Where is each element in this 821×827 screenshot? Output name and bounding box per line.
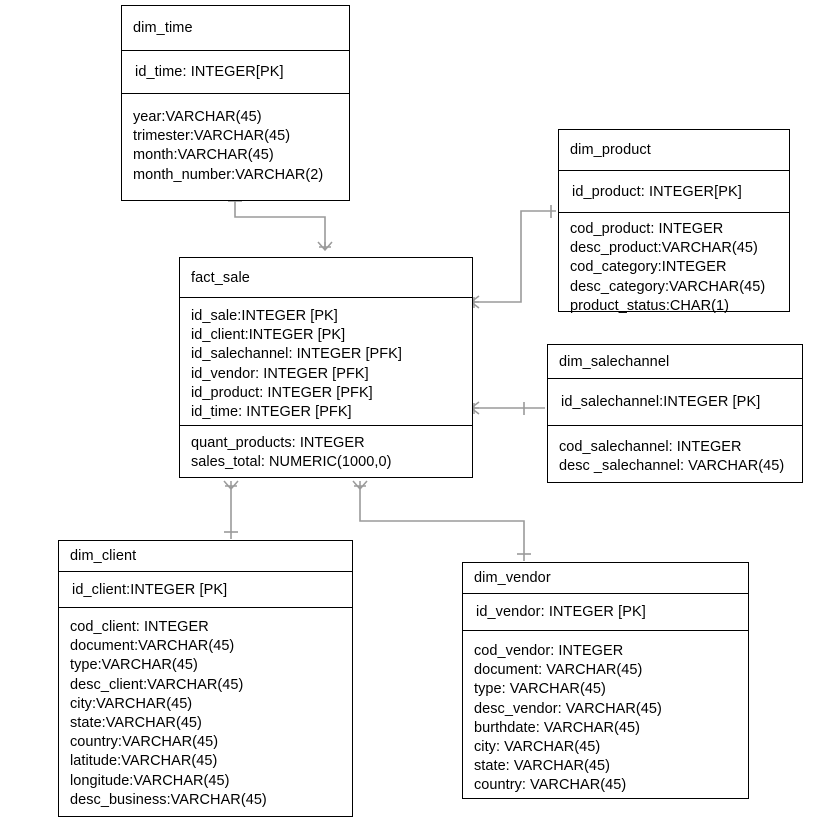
attribute-row: type: VARCHAR(45): [474, 681, 606, 698]
attribute-row: year:VARCHAR(45): [133, 109, 262, 125]
attribute-row: document:VARCHAR(45): [70, 638, 235, 655]
entity-title-dim-product: dim_product: [559, 130, 789, 171]
attribute-row: trimester:VARCHAR(45): [133, 128, 291, 145]
attribute-row: document: VARCHAR(45): [474, 662, 643, 679]
measure-row: sales_total: NUMERIC(1000,0): [191, 454, 392, 471]
attribute-row: city:VARCHAR(45): [70, 695, 193, 712]
attribute-row: month:VARCHAR(45): [133, 147, 274, 164]
attribute-row: type:VARCHAR(45): [70, 657, 198, 674]
attribute-row: desc_product:VARCHAR(45): [570, 240, 758, 257]
attribute-row: month_number:VARCHAR(2): [133, 166, 324, 183]
entity-attributes-dim-time: year:VARCHAR(45) trimester:VARCHAR(45) m…: [122, 94, 349, 191]
entity-dim-time[interactable]: dim_time id_time: INTEGER[PK] year:VARCH…: [121, 5, 350, 201]
entity-keys-fact-sale: id_sale:INTEGER [PK] id_client:INTEGER […: [180, 298, 472, 426]
key-row: id_client:INTEGER [PK]: [191, 327, 346, 344]
entity-pk-dim-product: id_product: INTEGER[PK]: [559, 171, 789, 213]
entity-title-dim-vendor: dim_vendor: [463, 563, 748, 594]
attribute-row: desc_category:VARCHAR(45): [570, 278, 766, 295]
entity-pk-dim-time: id_time: INTEGER[PK]: [122, 51, 349, 94]
attribute-row: desc _salechannel: VARCHAR(45): [559, 458, 785, 475]
entity-dim-vendor[interactable]: dim_vendor id_vendor: INTEGER [PK] cod_v…: [462, 562, 749, 799]
attribute-row: city: VARCHAR(45): [474, 739, 601, 756]
attribute-row: cod_salechannel: INTEGER: [559, 439, 742, 455]
relationship-dim-salechannel-fact-sale: [469, 401, 545, 415]
key-row: id_time: INTEGER [PFK]: [191, 404, 352, 421]
relationship-dim-time-fact-sale: [228, 200, 333, 252]
attribute-row: product_status:CHAR(1): [570, 297, 730, 314]
entity-fact-sale[interactable]: fact_sale id_sale:INTEGER [PK] id_client…: [179, 257, 473, 478]
key-row: id_salechannel: INTEGER [PFK]: [191, 346, 402, 363]
entity-dim-client[interactable]: dim_client id_client:INTEGER [PK] cod_cl…: [58, 540, 353, 817]
attribute-row: country:VARCHAR(45): [70, 734, 219, 751]
relationship-dim-product-fact-sale: [469, 205, 556, 309]
entity-title-dim-salechannel: dim_salechannel: [548, 345, 802, 379]
key-row: id_product: INTEGER [PFK]: [191, 384, 373, 401]
attribute-row: cod_vendor: INTEGER: [474, 643, 624, 659]
entity-dim-product[interactable]: dim_product id_product: INTEGER[PK] cod_…: [558, 129, 790, 314]
entity-attributes-dim-vendor: cod_vendor: INTEGER document: VARCHAR(45…: [463, 631, 748, 802]
key-row: id_vendor: INTEGER [PFK]: [191, 365, 369, 382]
entity-pk-dim-salechannel: id_salechannel:INTEGER [PK]: [548, 379, 802, 426]
measure-row: quant_products: INTEGER: [191, 435, 365, 451]
attribute-row: longitude:VARCHAR(45): [70, 772, 230, 789]
attribute-row: desc_business:VARCHAR(45): [70, 791, 267, 808]
attribute-row: cod_product: INTEGER: [570, 221, 724, 237]
entity-dim-salechannel[interactable]: dim_salechannel id_salechannel:INTEGER […: [547, 344, 803, 483]
attribute-row: state:VARCHAR(45): [70, 715, 202, 732]
entity-pk-dim-vendor: id_vendor: INTEGER [PK]: [463, 594, 748, 631]
entity-attributes-dim-salechannel: cod_salechannel: INTEGER desc _salechann…: [548, 426, 802, 482]
entity-pk-dim-client: id_client:INTEGER [PK]: [59, 572, 352, 608]
attribute-row: cod_category:INTEGER: [570, 259, 727, 276]
attribute-row: state: VARCHAR(45): [474, 758, 611, 775]
relationship-dim-client-fact-sale: [223, 480, 239, 539]
attribute-row: desc_vendor: VARCHAR(45): [474, 700, 662, 717]
attribute-row: cod_client: INTEGER: [70, 619, 209, 635]
entity-attributes-dim-product: cod_product: INTEGER desc_product:VARCHA…: [559, 213, 789, 322]
entity-title-dim-time: dim_time: [122, 6, 349, 51]
entity-measures-fact-sale: quant_products: INTEGER sales_total: NUM…: [180, 426, 472, 478]
key-row: id_sale:INTEGER [PK]: [191, 308, 338, 324]
relationship-dim-vendor-fact-sale: [352, 480, 531, 561]
attribute-row: country: VARCHAR(45): [474, 777, 627, 794]
attribute-row: desc_client:VARCHAR(45): [70, 676, 244, 693]
entity-attributes-dim-client: cod_client: INTEGER document:VARCHAR(45)…: [59, 608, 352, 816]
attribute-row: burthdate: VARCHAR(45): [474, 719, 641, 736]
entity-title-dim-client: dim_client: [59, 541, 352, 572]
entity-title-fact-sale: fact_sale: [180, 258, 472, 298]
attribute-row: latitude:VARCHAR(45): [70, 753, 218, 770]
